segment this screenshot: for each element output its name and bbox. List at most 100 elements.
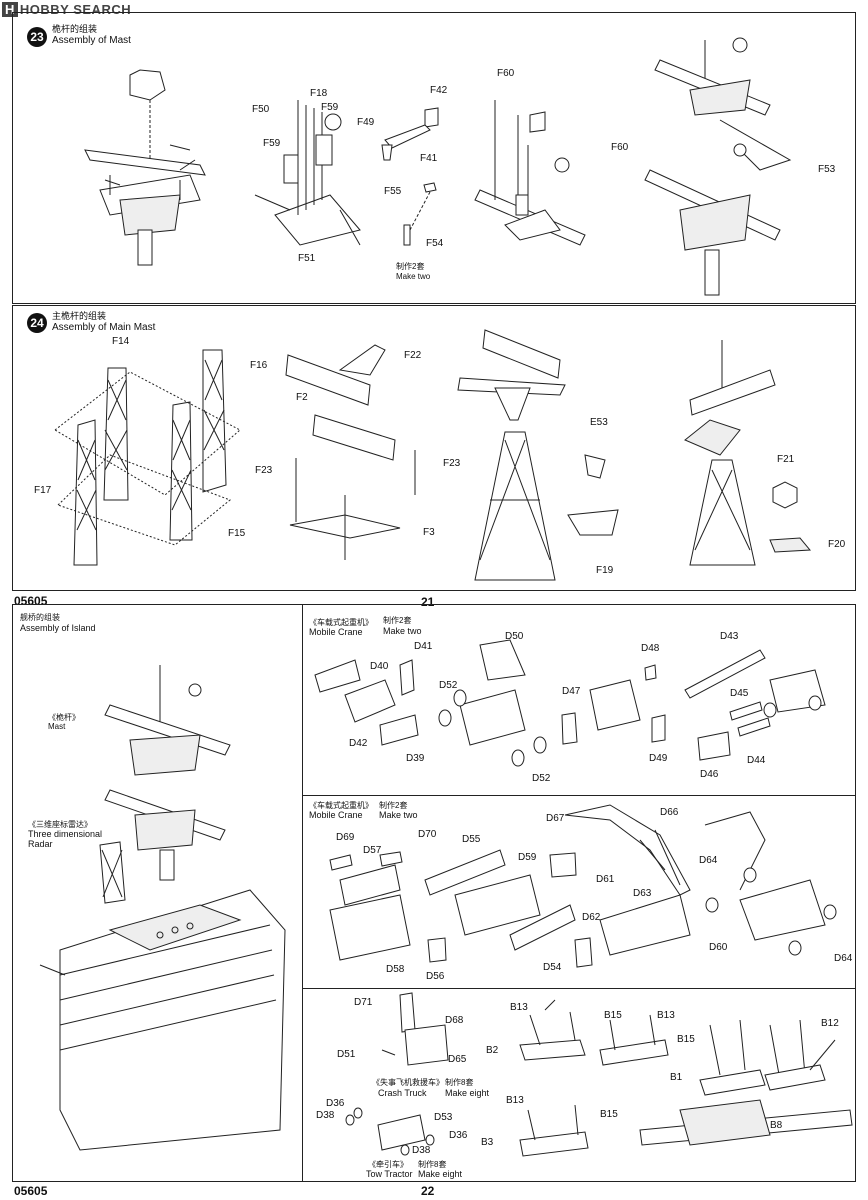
label-d39: D39 <box>406 753 425 764</box>
step-24-number: 24 <box>27 313 47 333</box>
mast-assembly-drawing <box>84 69 206 266</box>
label-d36: D36 <box>326 1098 345 1109</box>
tow-tractor-make-en: Make eight <box>418 1169 463 1179</box>
mast-label-en: Mast <box>48 722 66 731</box>
label-d67: D67 <box>546 813 565 824</box>
main-mast-drawing <box>457 329 619 581</box>
label-d54: D54 <box>543 962 562 973</box>
label-f59: F59 <box>263 138 281 149</box>
label-f60: F60 <box>611 142 629 153</box>
label-f23: F23 <box>255 465 273 476</box>
crane2-name-cn: 《车载式起重机》 <box>309 801 373 810</box>
tow-tractor-en: Tow Tractor <box>366 1169 413 1179</box>
page-number-22: 22 <box>421 1184 435 1198</box>
divider-1 <box>302 795 856 796</box>
label-b13: B13 <box>506 1095 524 1106</box>
label-b8: B8 <box>770 1120 783 1131</box>
label-f14: F14 <box>112 336 130 347</box>
crash-truck-en: Crash Truck <box>378 1088 427 1098</box>
island-title-en: Assembly of Island <box>20 623 96 633</box>
label-f20: F20 <box>828 539 846 550</box>
label-f3: F3 <box>423 527 435 538</box>
label-d70: D70 <box>418 829 437 840</box>
make-two-en: Make two <box>396 272 431 281</box>
parts-f41-f42-drawing <box>381 107 439 161</box>
label-b12: B12 <box>821 1018 839 1029</box>
label-d53: D53 <box>434 1112 453 1123</box>
label-f55: F55 <box>384 186 402 197</box>
label-f59: F59 <box>321 102 339 113</box>
label-b13: B13 <box>657 1010 675 1021</box>
step-24-title-cn: 主桅杆的组装 <box>52 311 107 321</box>
label-b15: B15 <box>604 1010 622 1021</box>
label-d57: D57 <box>363 845 382 856</box>
label-d66: D66 <box>660 807 679 818</box>
label-d59: D59 <box>518 852 537 863</box>
label-f53: F53 <box>818 164 836 175</box>
crane2-make-cn: 制作2套 <box>379 801 408 810</box>
crane2-make-en: Make two <box>379 810 418 820</box>
label-b2: B2 <box>486 1045 499 1056</box>
mast-label-cn: 《桅杆》 <box>48 713 80 722</box>
label-d58: D58 <box>386 964 405 975</box>
label-d65: D65 <box>448 1054 467 1065</box>
label-b1: B1 <box>670 1072 683 1083</box>
label-b3: B3 <box>481 1137 494 1148</box>
label-d52: D52 <box>532 773 551 784</box>
label-d62: D62 <box>582 912 601 923</box>
label-f23: F23 <box>443 458 461 469</box>
mast-f53-drawing <box>644 37 792 296</box>
label-f16: F16 <box>250 360 268 371</box>
tow-tractor-make-cn: 制作8套 <box>418 1160 447 1169</box>
crane1-name-cn: 《车载式起重机》 <box>309 618 373 627</box>
island-title-cn: 舰桥的组装 <box>20 613 60 622</box>
label-d46: D46 <box>700 769 719 780</box>
parts-f54-f55-drawing <box>403 182 437 246</box>
label-f22: F22 <box>404 350 422 361</box>
radar-f2-f3-drawing <box>285 344 416 560</box>
label-f60: F60 <box>497 68 515 79</box>
step-24-panel <box>12 305 856 591</box>
label-f19: F19 <box>596 565 614 576</box>
lattice-legs-drawing <box>54 349 241 566</box>
radar-label-cn: 《三维座标雷达》 <box>28 820 92 829</box>
crane1-make-cn: 制作2套 <box>383 616 412 625</box>
label-b13: B13 <box>510 1002 528 1013</box>
label-f21: F21 <box>777 454 795 465</box>
label-d55: D55 <box>462 834 481 845</box>
page-22-frame <box>12 604 856 1182</box>
label-e53: E53 <box>590 417 608 428</box>
label-d38: D38 <box>412 1145 431 1156</box>
label-d44: D44 <box>747 755 766 766</box>
label-d61: D61 <box>596 874 615 885</box>
page-number-21: 21 <box>421 595 435 609</box>
main-mast-assembled-drawing <box>684 340 812 566</box>
label-f41: F41 <box>420 153 438 164</box>
crane1-make-en: Make two <box>383 626 422 636</box>
label-f50: F50 <box>252 104 270 115</box>
label-f15: F15 <box>228 528 246 539</box>
label-d51: D51 <box>337 1049 356 1060</box>
step-24-title-en: Assembly of Main Mast <box>52 322 156 333</box>
label-d56: D56 <box>426 971 445 982</box>
parts-f51-drawing <box>254 100 361 246</box>
label-b15: B15 <box>677 1034 695 1045</box>
label-b15: B15 <box>600 1109 618 1120</box>
step-23-title-en: Assembly of Mast <box>52 35 131 46</box>
radar-label-en-1: Three dimensional Radar <box>28 829 103 849</box>
label-d38: D38 <box>316 1110 335 1121</box>
make-two-cn: 制作2套 <box>396 262 425 271</box>
tow-tractor-cn: 《牵引车》 <box>368 1160 408 1169</box>
crash-truck-cn: 《失事飞机救援车》 <box>372 1078 444 1087</box>
label-d52: D52 <box>439 680 458 691</box>
label-f51: F51 <box>298 253 316 264</box>
label-d48: D48 <box>641 643 660 654</box>
label-f54: F54 <box>426 238 444 249</box>
label-d71: D71 <box>354 997 373 1008</box>
